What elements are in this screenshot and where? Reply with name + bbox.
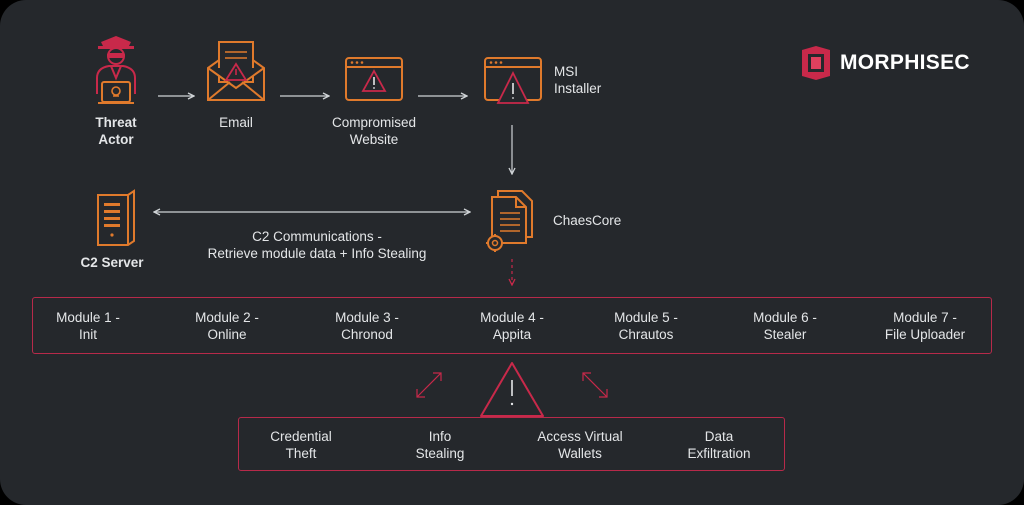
diagonal-arrow-left [416, 372, 442, 398]
impact-item: Info Stealing [415, 429, 465, 461]
module-item: Module 5 - Chrautos [614, 310, 678, 342]
impact-item: Access Virtual Wallets [537, 429, 623, 461]
diagonal-arrow-right [582, 372, 608, 398]
server-icon [97, 189, 135, 246]
email-label: Email [219, 115, 253, 130]
warning-triangle-icon [480, 362, 544, 417]
compromised-website-label: Compromised Website [331, 115, 417, 147]
module-item: Module 7 - File Uploader [884, 310, 966, 342]
document-gear-icon [486, 190, 533, 252]
module-item: Module 4 - Appita [480, 310, 544, 342]
brand-logo: MORPHISEC [799, 44, 970, 82]
c2-server-label: C2 Server [80, 255, 144, 270]
brand-name: MORPHISEC [840, 51, 970, 74]
msi-installer-label: MSI Installer [554, 64, 602, 96]
module-item: Module 2 - Online [195, 310, 259, 342]
impact-item: Credential Theft [270, 429, 332, 461]
module-item: Module 6 - Stealer [753, 310, 817, 342]
modules-box [32, 297, 992, 354]
envelope-warning-icon [207, 41, 265, 101]
browser-warning-icon [345, 57, 403, 101]
impacts-box [238, 417, 785, 471]
module-item: Module 1 - Init [56, 310, 120, 342]
hacker-icon [96, 36, 136, 104]
chaescore-label: ChaesCore [553, 213, 622, 228]
morphisec-logo-icon [802, 46, 830, 80]
impact-item: Data Exfiltration [687, 429, 751, 461]
threat-actor-label: Threat Actor [95, 115, 137, 147]
module-item: Module 3 - Chronod [335, 310, 399, 342]
c2-communications-label: C2 Communications - Retrieve module data… [207, 229, 427, 261]
msi-browser-warning-icon [484, 57, 542, 104]
